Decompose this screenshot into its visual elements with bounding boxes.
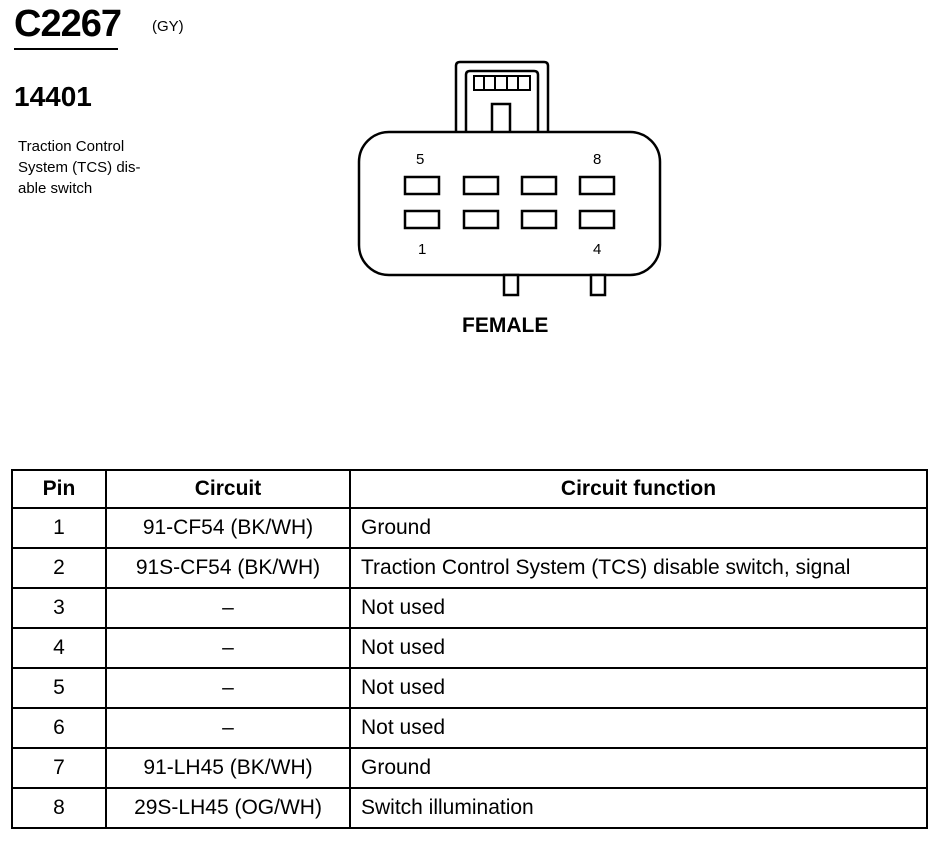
table-row: 3 – Not used xyxy=(11,587,928,629)
pin-cell: 8 xyxy=(11,787,107,829)
column-header-circuit: Circuit xyxy=(105,469,351,509)
function-cell: Traction Control System (TCS) disable sw… xyxy=(349,547,928,589)
table-row: 8 29S-LH45 (OG/WH) Switch illumination xyxy=(11,787,928,829)
table-row: 6 – Not used xyxy=(11,707,928,749)
description-line: System (TCS) dis- xyxy=(18,159,141,176)
circuit-cell: – xyxy=(105,627,351,669)
pin-cavity xyxy=(578,209,616,230)
column-header-function: Circuit function xyxy=(349,469,928,509)
circuit-cell: – xyxy=(105,587,351,629)
pin-label-4: 4 xyxy=(593,241,602,258)
function-cell: Not used xyxy=(349,707,928,749)
circuit-cell: 91-LH45 (BK/WH) xyxy=(105,747,351,789)
pin-cavity xyxy=(578,175,616,196)
pin-cell: 7 xyxy=(11,747,107,789)
component-description: Traction Control System (TCS) dis- able … xyxy=(18,136,178,199)
function-cell: Not used xyxy=(349,667,928,709)
table-row: 5 – Not used xyxy=(11,667,928,709)
color-code: (GY) xyxy=(152,18,184,35)
pin-cell: 6 xyxy=(11,707,107,749)
function-cell: Ground xyxy=(349,747,928,789)
latch-grip xyxy=(473,75,531,91)
pin-cavity xyxy=(462,175,500,196)
pinout-table: Pin Circuit Circuit function 1 91-CF54 (… xyxy=(11,469,928,829)
latch-tab xyxy=(490,102,512,132)
column-header-pin: Pin xyxy=(11,469,107,509)
function-cell: Not used xyxy=(349,587,928,629)
table-row: 4 – Not used xyxy=(11,627,928,669)
circuit-cell: 91S-CF54 (BK/WH) xyxy=(105,547,351,589)
pin-label-5: 5 xyxy=(416,151,425,168)
pin-cell: 3 xyxy=(11,587,107,629)
pin-cell: 4 xyxy=(11,627,107,669)
pin-cavity xyxy=(462,209,500,230)
circuit-cell: – xyxy=(105,667,351,709)
circuit-cell: 29S-LH45 (OG/WH) xyxy=(105,787,351,829)
pin-cavity xyxy=(520,175,558,196)
function-cell: Not used xyxy=(349,627,928,669)
locating-peg xyxy=(502,273,520,297)
table-header-row: Pin Circuit Circuit function xyxy=(11,469,928,509)
pin-cavity xyxy=(403,175,441,196)
pin-cell: 1 xyxy=(11,507,107,549)
circuit-cell: – xyxy=(105,707,351,749)
pin-cavity xyxy=(520,209,558,230)
function-cell: Switch illumination xyxy=(349,787,928,829)
pin-cell: 5 xyxy=(11,667,107,709)
description-line: able switch xyxy=(18,180,93,197)
description-line: Traction Control xyxy=(18,138,125,155)
part-number: 14401 xyxy=(14,81,92,112)
circuit-cell: 91-CF54 (BK/WH) xyxy=(105,507,351,549)
pin-cell: 2 xyxy=(11,547,107,589)
pin-label-1: 1 xyxy=(418,241,427,258)
table-row: 2 91S-CF54 (BK/WH) Traction Control Syst… xyxy=(11,547,928,589)
function-cell: Ground xyxy=(349,507,928,549)
table-row: 7 91-LH45 (BK/WH) Ground xyxy=(11,747,928,789)
connector-id: C2267 xyxy=(14,3,122,45)
connector-latch-inner xyxy=(464,69,540,132)
connector-id-underline xyxy=(14,48,118,50)
connector-latch xyxy=(454,60,550,132)
connector-body xyxy=(357,130,662,277)
table-row: 1 91-CF54 (BK/WH) Ground xyxy=(11,507,928,549)
pin-cavity xyxy=(403,209,441,230)
connector-gender-label: FEMALE xyxy=(462,314,549,337)
pin-label-8: 8 xyxy=(593,151,602,168)
locating-peg xyxy=(589,273,607,297)
connector-face-diagram xyxy=(357,60,662,297)
